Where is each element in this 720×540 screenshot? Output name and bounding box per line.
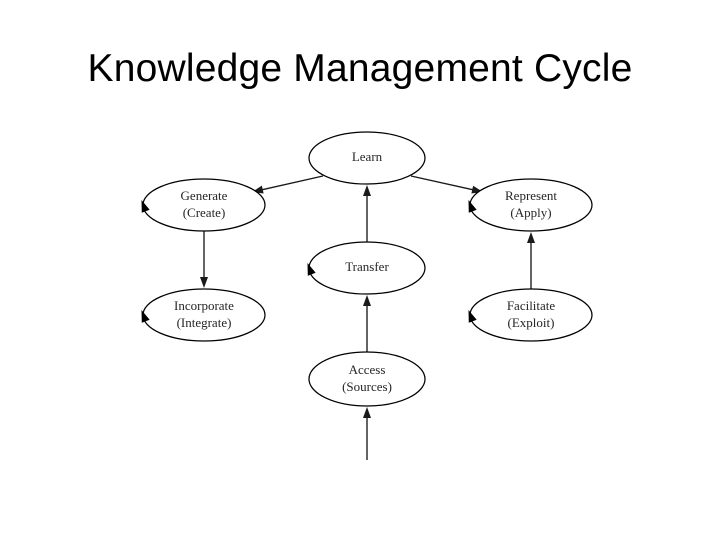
node-label: Learn [352, 149, 383, 164]
node-ellipse [308, 131, 426, 185]
node-access[interactable]: Access (Sources) [308, 351, 426, 407]
edge-shaft [410, 175, 474, 191]
node-label: Incorporate [174, 298, 234, 313]
node-sublabel: (Create) [183, 205, 226, 220]
edge-learn-to-represent [410, 175, 483, 194]
node-ellipse [308, 351, 426, 407]
node-learn[interactable]: Learn [308, 131, 426, 185]
edge-generate-to-incorporate [200, 231, 208, 288]
node-generate[interactable]: Generate (Create) [141, 178, 266, 232]
node-incorporate[interactable]: Incorporate (Integrate) [141, 288, 266, 342]
self-loop-arrowhead-icon [141, 200, 150, 213]
node-facilitate[interactable]: Facilitate (Exploit) [468, 288, 593, 342]
edge-input-to-access [363, 407, 371, 460]
edge-transfer-to-learn [363, 185, 371, 242]
node-transfer[interactable]: Transfer [307, 241, 426, 295]
node-represent[interactable]: Represent (Apply) [468, 178, 593, 232]
node-sublabel: (Apply) [510, 205, 551, 220]
edges-layer [200, 175, 535, 460]
node-label: Represent [505, 188, 557, 203]
node-sublabel: (Exploit) [508, 315, 555, 330]
self-loop-arrowhead-icon [307, 263, 316, 276]
node-label: Facilitate [507, 298, 556, 313]
node-sublabel: (Integrate) [177, 315, 232, 330]
node-label: Access [349, 362, 386, 377]
self-loop-arrowhead-icon [468, 310, 477, 323]
edge-access-to-transfer [363, 295, 371, 352]
arrowhead-icon [200, 277, 208, 288]
node-label: Generate [181, 188, 228, 203]
arrowhead-icon [363, 407, 371, 418]
edge-learn-to-generate [252, 175, 324, 194]
page-title: Knowledge Management Cycle [87, 47, 633, 90]
self-loop-arrowhead-icon [141, 310, 150, 323]
arrowhead-icon [527, 232, 535, 243]
edge-facilitate-to-represent [527, 232, 535, 289]
arrowhead-icon [363, 295, 371, 306]
self-loop-arrowhead-icon [468, 200, 477, 213]
node-label: Transfer [345, 259, 389, 274]
edge-shaft [261, 175, 324, 191]
arrowhead-icon [363, 185, 371, 196]
node-sublabel: (Sources) [342, 379, 392, 394]
